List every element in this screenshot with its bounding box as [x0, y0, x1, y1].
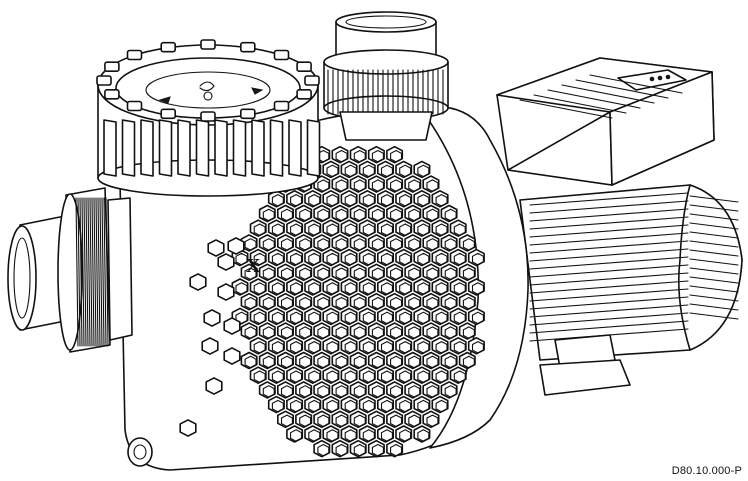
brand-logo-mark: X — [246, 255, 261, 277]
inlet-union — [7, 187, 133, 353]
hexagon-grille — [231, 145, 485, 458]
hexagon-decoration — [179, 237, 245, 437]
strainer-lid — [96, 39, 321, 197]
control-box — [496, 57, 715, 186]
motor-foot — [539, 334, 631, 396]
brand-logo: X — [246, 255, 261, 277]
outlet-union — [323, 11, 449, 141]
drain-plug — [127, 437, 153, 467]
drawing-reference-code: D80.10.000-P — [671, 465, 742, 477]
